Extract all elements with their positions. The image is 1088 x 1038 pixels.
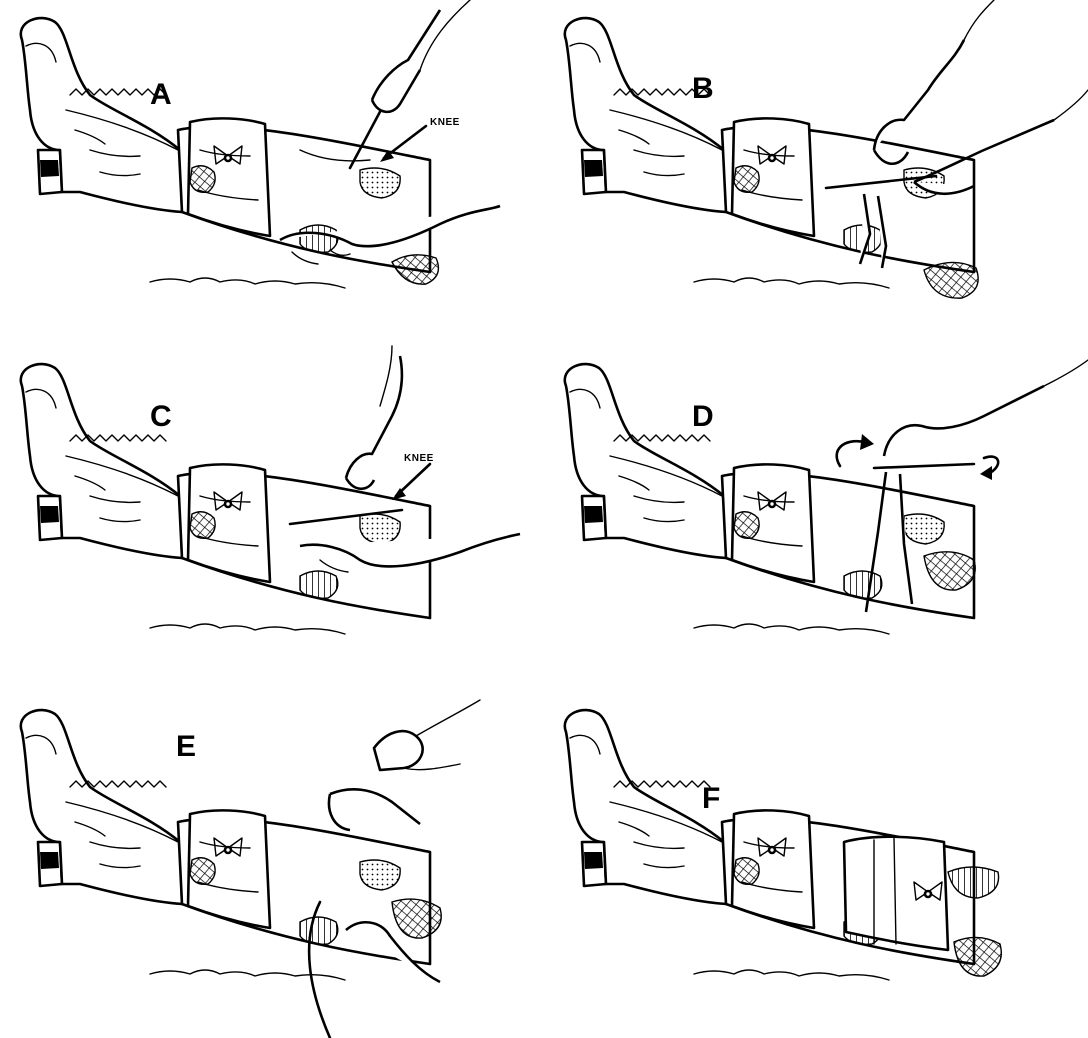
knee-label: KNEE [430, 118, 460, 128]
leg-drawing-e [0, 692, 544, 1038]
leg-drawing-a [0, 0, 544, 346]
panel-f: F [544, 692, 1088, 1038]
panel-letter: D [692, 402, 714, 432]
leg-drawing-f [544, 692, 1088, 1038]
leg-drawing-b [544, 0, 1088, 346]
panel-letter: C [150, 402, 172, 432]
leg-drawing-d [544, 346, 1088, 692]
knee-label: KNEE [404, 454, 434, 464]
panel-letter: E [176, 732, 196, 762]
panel-letter: B [692, 74, 714, 104]
panel-letter: F [702, 784, 720, 814]
panel-b: B [544, 0, 1088, 346]
panel-e: E [0, 692, 544, 1038]
panel-d: D [544, 346, 1088, 692]
panel-letter: A [150, 80, 172, 110]
leg-drawing-c [0, 346, 544, 692]
panel-a: A KNEE [0, 0, 544, 346]
panel-c: C KNEE [0, 346, 544, 692]
